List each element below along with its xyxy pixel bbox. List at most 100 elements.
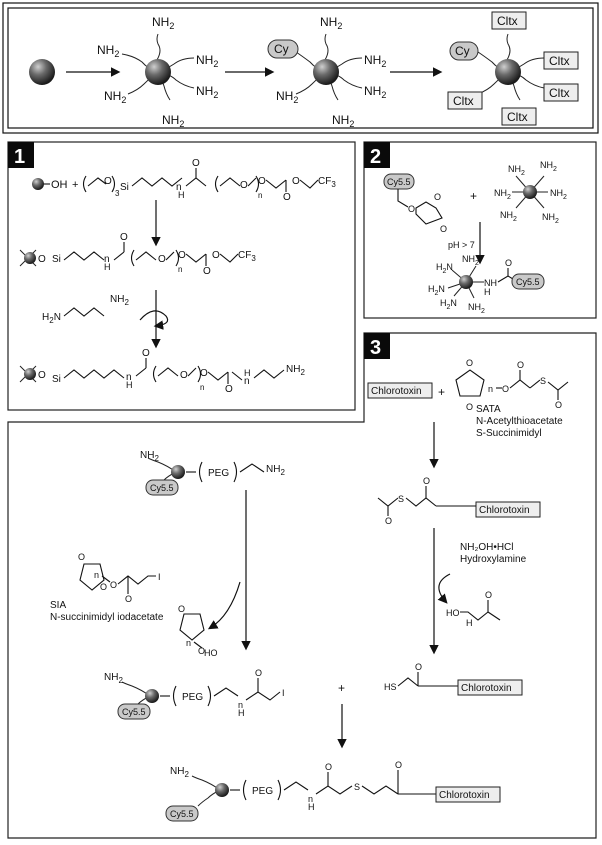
label-nh2: NH2 — [332, 113, 354, 129]
label-h: H — [466, 618, 473, 628]
label-n: n — [104, 254, 110, 265]
label-cltx: Cltx — [549, 54, 570, 68]
panel-2: 2 Cy5.5 O O O + NH2 NH2 NH2 NH2 NH2 NH2 … — [363, 141, 597, 319]
label-nh: NH — [484, 278, 497, 288]
label-o: O — [466, 358, 473, 368]
label-nh2: NH2 — [286, 364, 305, 377]
label-o: O — [38, 370, 46, 381]
label-i: I — [158, 572, 161, 582]
label-hydroxylamine-formula: NH₂OH•HCl — [460, 542, 514, 553]
label-cltx: Cltx — [453, 94, 474, 108]
badge-2-number: 2 — [370, 146, 381, 168]
label-s: S — [540, 376, 546, 386]
label-nh2: NH2 — [540, 160, 557, 173]
label-o: O — [203, 266, 211, 277]
label-o: O — [292, 176, 300, 187]
label-o: O — [385, 516, 392, 526]
label-n: n — [176, 182, 182, 193]
label-si: Si — [52, 374, 61, 385]
label-hs: HS — [384, 682, 397, 692]
label-n: n — [186, 638, 191, 648]
label-o: O — [395, 760, 402, 770]
label-o: O — [120, 232, 128, 243]
label-ph: pH > 7 — [448, 240, 475, 250]
label-nh2: NH2 — [170, 766, 189, 779]
label-chlorotoxin: Chlorotoxin — [439, 790, 490, 801]
label-cy55: Cy5.5 — [516, 277, 540, 287]
panel-1: 1 OH + O 3 Si H n O O n O O O CF3 — [7, 141, 356, 411]
label-o: O — [283, 192, 291, 203]
nanoparticle-cltx — [447, 11, 579, 126]
label-cy55: Cy5.5 — [122, 707, 146, 717]
label-o: O — [240, 180, 248, 191]
label-nh2: NH2 — [97, 43, 119, 59]
nanoparticle-cy55-small — [447, 265, 484, 299]
label-si: Si — [52, 254, 61, 265]
label-o: O — [415, 662, 422, 672]
label-o: O — [125, 594, 132, 604]
label-cltx: Cltx — [549, 86, 570, 100]
label-o: O — [440, 224, 447, 234]
nanoparticle-amine-small — [512, 175, 548, 209]
label-nh2: NH2 — [500, 210, 517, 223]
label-o: O — [100, 582, 107, 592]
label-o: O — [192, 158, 200, 169]
label-h: H — [104, 262, 111, 272]
label-cltx: Cltx — [497, 14, 518, 28]
label-cy: Cy — [274, 42, 289, 56]
label-nh2: NH2 — [152, 15, 174, 31]
functionalized-particle-1 — [19, 249, 37, 267]
label-o: O — [198, 646, 205, 656]
label-nh2: NH2 — [542, 212, 559, 225]
nanoparticle-bare — [29, 59, 55, 85]
label-sata-name-2: S-Succinimidyl — [476, 428, 542, 439]
label-o: O — [212, 250, 220, 261]
label-cy55: Cy5.5 — [170, 809, 194, 819]
functionalized-particle-2 — [19, 365, 37, 383]
label-o: O — [142, 348, 150, 359]
curved-arrow-panel1 — [139, 310, 169, 330]
label-nh2: NH2 — [104, 89, 126, 105]
label-h: H — [238, 708, 245, 718]
label-nh2: NH2 — [140, 450, 159, 463]
label-nh2: NH2 — [162, 113, 184, 129]
label-plus: + — [438, 385, 445, 399]
label-h: H — [484, 287, 491, 297]
label-nh2: NH2 — [266, 464, 285, 477]
label-o: O — [325, 762, 332, 772]
label-chlorotoxin: Chlorotoxin — [479, 505, 530, 516]
label-h: H — [126, 380, 133, 390]
label-h: H — [178, 190, 185, 200]
label-i: I — [282, 688, 285, 698]
label-n-index: n — [200, 383, 204, 392]
curved-arrow-panel3-right — [437, 573, 451, 604]
label-nh2: H2N — [436, 262, 453, 275]
label-n-index: n — [178, 265, 182, 274]
label-o: O — [78, 552, 85, 562]
label-o: O — [225, 384, 233, 395]
label-o: O — [258, 176, 266, 187]
label-nh2: NH2 — [320, 15, 342, 31]
label-nh2: NH2 — [196, 53, 218, 69]
label-nh2: NH2 — [494, 188, 511, 201]
label-nh2: H2N — [440, 298, 457, 311]
label-h2n: H2N — [42, 312, 61, 325]
label-o: O — [178, 250, 186, 261]
label-chlorotoxin: Chlorotoxin — [371, 386, 422, 397]
label-nh2: NH2 — [508, 164, 525, 177]
label-o: O — [408, 204, 415, 214]
label-sub3: 3 — [115, 189, 120, 198]
label-o: O — [178, 604, 185, 614]
label-cy: Cy — [455, 44, 470, 58]
label-h: H — [244, 368, 251, 378]
label-o: O — [555, 400, 562, 410]
label-nh2: NH2 — [196, 84, 218, 100]
label-peg: PEG — [208, 468, 229, 479]
badge-1-number: 1 — [14, 146, 25, 168]
label-peg: PEG — [182, 692, 203, 703]
label-cy55: Cy5.5 — [150, 483, 174, 493]
label-n: n — [488, 384, 493, 394]
label-o: O — [485, 590, 492, 600]
label-nh2: NH2 — [462, 254, 479, 267]
label-sata: SATA — [476, 404, 501, 415]
